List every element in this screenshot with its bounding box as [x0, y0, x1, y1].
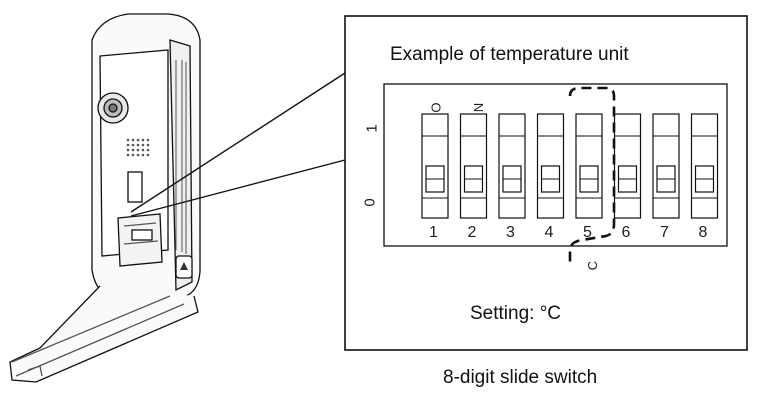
position-off-label: 0 [361, 198, 379, 207]
logger-device [9, 13, 201, 383]
switch-6 [613, 113, 642, 219]
switch-number-1: 1 [429, 224, 438, 241]
switch-5-highlight [568, 86, 616, 262]
switch-slots [421, 113, 719, 219]
speaker-grille [126, 138, 150, 157]
setting-label: Setting: °C [470, 303, 562, 324]
switch-5 [575, 113, 603, 219]
switch-number-4: 4 [544, 224, 554, 241]
diagram-title: Example of temperature unit [390, 44, 629, 65]
highlight-mark: C [585, 260, 601, 271]
switch-8 [690, 113, 719, 219]
switch-4 [536, 113, 565, 219]
top-mark-o: O [428, 102, 444, 113]
callout-line-upper [130, 72, 346, 213]
callout-frame [344, 15, 748, 351]
switch-number-7: 7 [660, 224, 669, 241]
switch-number-2: 2 [467, 224, 477, 241]
top-mark-n: N [471, 102, 487, 113]
switch-number-6: 6 [621, 224, 631, 241]
position-on-label: 1 [363, 124, 381, 133]
switch-number-3: 3 [506, 224, 515, 241]
switch-3 [498, 113, 526, 219]
callout-line-lower [130, 159, 346, 217]
switch-2 [459, 113, 488, 219]
switch-7 [652, 113, 680, 219]
switch-1 [421, 113, 449, 219]
diagram-caption: 8-digit slide switch [443, 367, 598, 388]
switch-number-5: 5 [583, 224, 592, 241]
switch-number-8: 8 [698, 224, 708, 241]
